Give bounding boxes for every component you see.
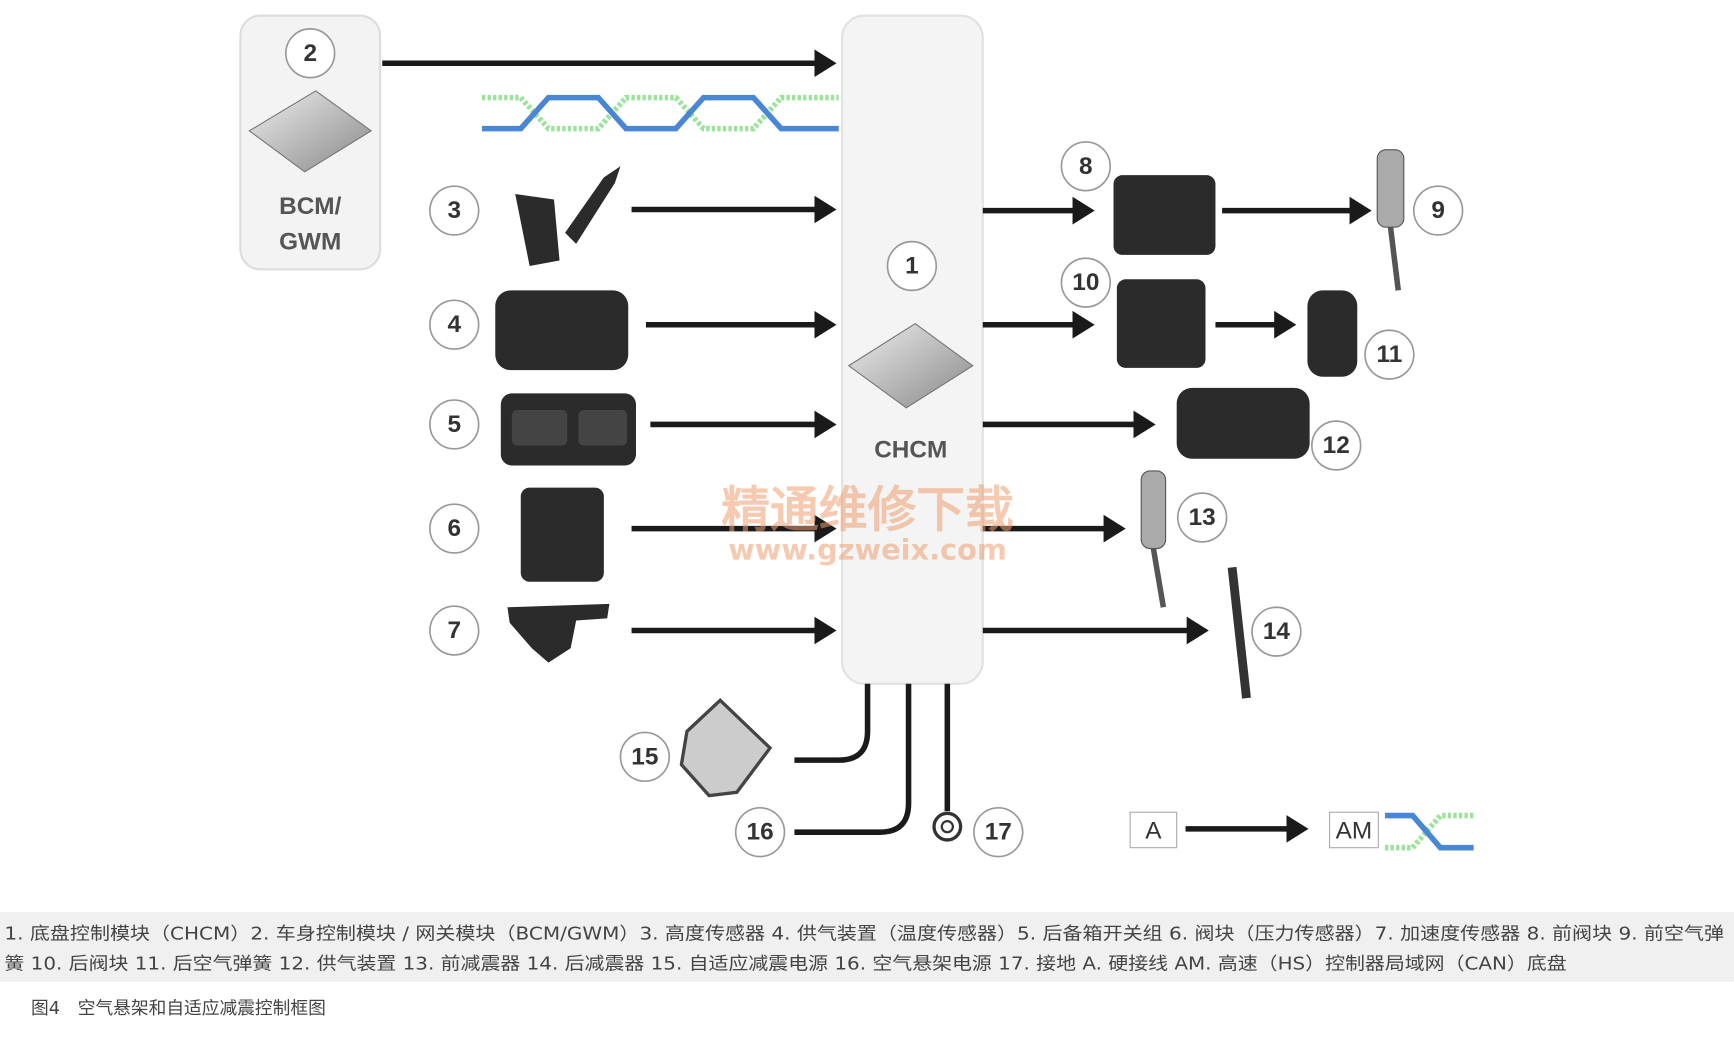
front-damper: 13 (1140, 470, 1228, 608)
front-air-spring: 9 (1376, 149, 1464, 291)
chcm-number: 1 (905, 253, 919, 280)
power-number: 15 (631, 743, 658, 770)
power-number: 16 (747, 819, 774, 846)
power-connections: 15 16 17 (619, 683, 1024, 858)
input-air-supply: 4 (429, 290, 837, 371)
watermark-url: www.gzweix.com (728, 533, 1007, 567)
bcm-gwm-module: 2 BCM/ GWM (239, 14, 382, 271)
air-supply-unit: 12 (1176, 387, 1362, 471)
bcm-label-2: GWM (279, 228, 341, 255)
caption-line-2: 簧 10. 后阀块 11. 后空气弹簧 12. 供气装置 13. 前减震器 14… (4, 954, 1566, 975)
rear-air-spring: 11 (1307, 290, 1415, 380)
output-number: 11 (1377, 341, 1403, 368)
input-valve-block: 6 (429, 487, 837, 582)
chip-icon (248, 90, 373, 173)
caption-line-1: 1. 底盘控制模块（CHCM）2. 车身控制模块 / 网关模块（BCM/GWM）… (4, 924, 1724, 945)
watermark: 精通维修下载 www.gzweix.com (721, 482, 1013, 566)
front-valve-block: 8 (1060, 141, 1372, 255)
bcm-number: 2 (303, 40, 317, 67)
output-number: 12 (1323, 432, 1350, 459)
output-number: 14 (1263, 618, 1291, 645)
legend-hardwire-label: A (1145, 818, 1162, 845)
caption-band (0, 911, 1734, 982)
figure-title: 图4 空气悬架和自适应减震控制框图 (31, 998, 326, 1019)
input-number: 5 (447, 411, 461, 438)
watermark-title: 精通维修下载 (721, 482, 1013, 538)
input-number: 6 (447, 515, 461, 542)
chcm-module: 1 CHCM (840, 14, 984, 685)
fuse-icon (679, 698, 773, 798)
chcm-label: CHCM (874, 437, 947, 464)
input-number: 4 (447, 311, 461, 338)
input-accelerometer: 7 (429, 603, 837, 663)
input-number: 7 (447, 617, 461, 644)
ground-symbol (932, 811, 963, 842)
output-number: 9 (1431, 197, 1445, 224)
chip-icon (847, 322, 974, 409)
rear-valve-block: 10 (1060, 257, 1297, 368)
input-boot-switch-pack: 5 (429, 393, 837, 466)
input-height-sensor: 3 (429, 166, 837, 267)
legend: A AM (1129, 811, 1474, 851)
output-number: 13 (1189, 504, 1216, 531)
rear-damper: 14 (1227, 566, 1302, 699)
output-number: 8 (1079, 153, 1093, 180)
input-number: 3 (447, 197, 461, 224)
can-bus-wave (481, 94, 839, 132)
bcm-label-1: BCM/ (279, 193, 341, 220)
output-number: 10 (1072, 269, 1099, 296)
legend-can-label: AM (1336, 818, 1373, 845)
power-number: 17 (985, 819, 1012, 846)
